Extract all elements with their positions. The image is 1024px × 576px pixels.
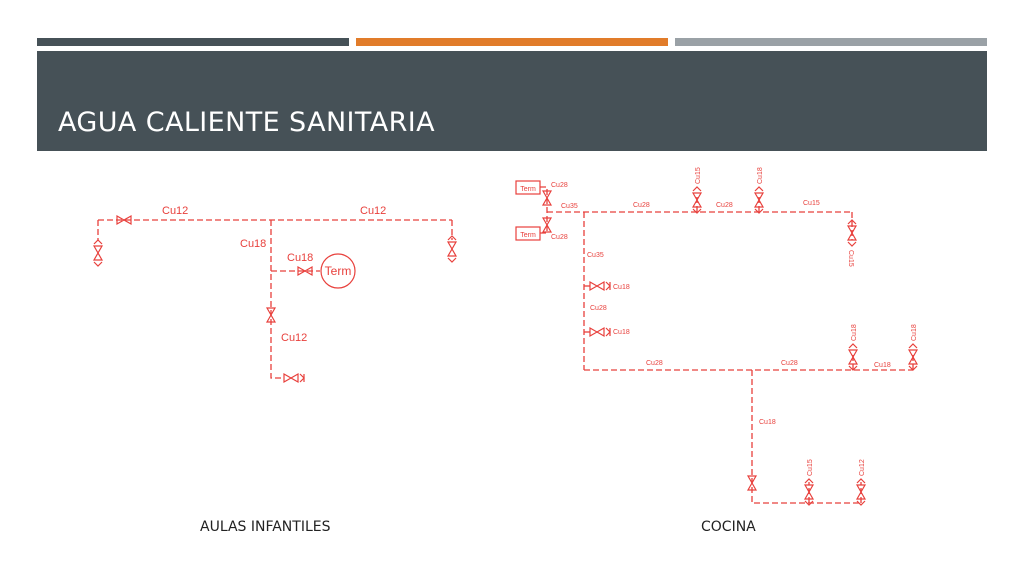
pipe-label: Cu28 — [590, 305, 607, 312]
pipe-label: Cu18 — [759, 419, 776, 426]
pipe-heater-2 — [540, 212, 548, 234]
tap-icon — [589, 327, 611, 337]
pipe-label: Cu18 — [613, 329, 630, 336]
accent-bar-dark — [37, 38, 349, 46]
pipe-label: Cu18 — [613, 284, 630, 291]
tap-icon — [93, 239, 103, 267]
pipe-label: Cu18 — [851, 324, 858, 341]
pipe-lower-drop — [751, 370, 861, 504]
pipe-label: Cu15 — [695, 167, 702, 184]
diagram-caption-cocina: COCINA — [701, 519, 756, 535]
pipe-label: Cu28 — [551, 182, 568, 189]
accent-bar-gray — [675, 38, 987, 46]
diagram-aulas-infantiles: Term Cu12 Cu12 Cu18 Cu18 Cu12 — [93, 205, 457, 383]
pipe-label: Cu28 — [716, 202, 733, 209]
heater-label: Term — [325, 264, 352, 278]
diagram-caption-aulas: AULAS INFANTILES — [200, 519, 331, 535]
title-banner: AGUA CALIENTE SANITARIA — [37, 51, 987, 151]
pipe-label: Cu18 — [874, 362, 891, 369]
heater-label: Term — [520, 232, 536, 239]
accent-bar-orange — [356, 38, 668, 46]
pipe-label: Cu12 — [360, 205, 386, 217]
pipe-heater-1 — [540, 186, 548, 212]
tap-icon — [589, 281, 611, 291]
pipe-label: Cu28 — [646, 360, 663, 367]
slide-title: AGUA CALIENTE SANITARIA — [58, 107, 435, 138]
pipe-label: Cu12 — [859, 459, 866, 476]
water-heater-icon — [320, 253, 356, 289]
pipe-label: Cu35 — [587, 252, 604, 259]
pipe-left-riser — [270, 220, 283, 379]
pipe-label: Cu28 — [633, 202, 650, 209]
pipe-label: Cu18 — [287, 252, 313, 264]
pipe-label: Cu12 — [162, 205, 188, 217]
pipe-label: Cu12 — [281, 332, 307, 344]
diagram-cocina: Term Term Cu28 Cu28 Cu35 — [515, 167, 918, 506]
heater-label: Term — [520, 186, 536, 193]
pipe-label: Cu28 — [551, 234, 568, 241]
pipe-label: Cu18 — [240, 238, 266, 250]
pipe-label: Cu15 — [803, 200, 820, 207]
pipe-label: Cu18 — [911, 324, 918, 341]
pipe-label: Cu15 — [847, 250, 854, 267]
pipe-label: Cu35 — [561, 203, 578, 210]
tap-icon — [283, 373, 305, 383]
pipe-label: Cu28 — [781, 360, 798, 367]
pipe-label: Cu18 — [757, 167, 764, 184]
pipe-label: Cu15 — [807, 459, 814, 476]
